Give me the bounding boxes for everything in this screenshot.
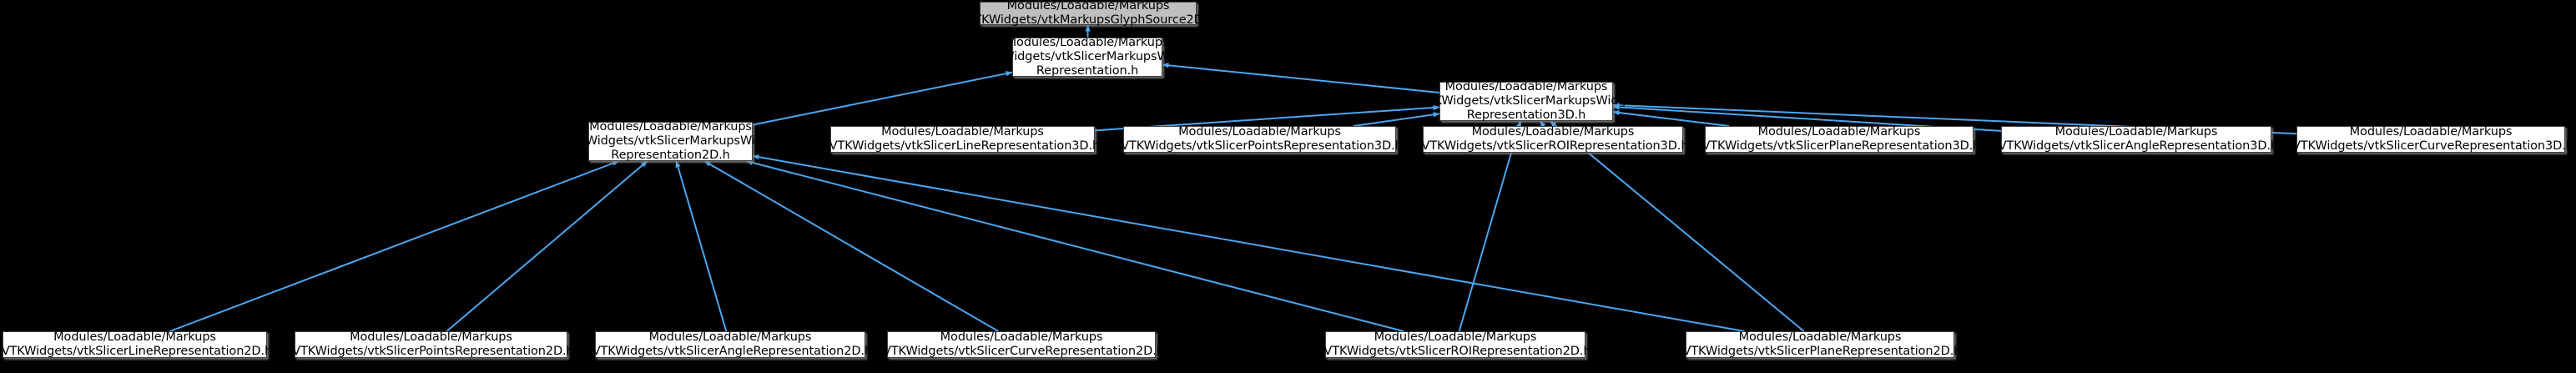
graph-node-line-representation-2d[interactable]: Modules/Loadable/Markups /VTKWidgets/vtk… <box>0 330 272 358</box>
graph-node-points-representation-2d[interactable]: Modules/Loadable/Markups /VTKWidgets/vtk… <box>288 330 574 358</box>
graph-node-points-representation-3d[interactable]: Modules/Loadable/Markups /VTKWidgets/vtk… <box>1117 125 1403 153</box>
graph-node-label: Modules/Loadable/Markups /VTKWidgets/vtk… <box>1697 125 1981 153</box>
graph-node-label: Modules/Loadable/Markups /VTKWidgets/vtk… <box>587 330 873 358</box>
graph-node-roi-representation-3d[interactable]: Modules/Loadable/Markups /VTKWidgets/vtk… <box>1418 125 1689 153</box>
graph-node-label: Modules/Loadable/Markups /VTKWidgets/vtk… <box>1117 125 1403 153</box>
graph-node-label: Modules/Loadable/Markups /VTKWidgets/vtk… <box>1417 125 1689 153</box>
graph-node-markups-widget-representation-2d[interactable]: Modules/Loadable/Markups /VTKWidgets/vtk… <box>559 120 783 162</box>
graph-node-angle-representation-3d[interactable]: Modules/Loadable/Markups /VTKWidgets/vtk… <box>1994 125 2278 153</box>
graph-node-markups-widget-representation[interactable]: Modules/Loadable/Markups /VTKWidgets/vtk… <box>975 36 1199 78</box>
graph-node-label: Modules/Loadable/Markups /VTKWidgets/vtk… <box>2288 125 2573 153</box>
graph-node-label: Modules/Loadable/Markups /VTKWidgets/vtk… <box>879 330 1164 358</box>
graph-node-angle-representation-2d[interactable]: Modules/Loadable/Markups /VTKWidgets/vtk… <box>588 330 872 358</box>
graph-node-plane-representation-3d[interactable]: Modules/Loadable/Markups /VTKWidgets/vtk… <box>1698 125 1980 153</box>
graph-node-glyph-source-2d[interactable]: Modules/Loadable/Markups /VTKWidgets/vtk… <box>962 0 1215 27</box>
graph-node-plane-representation-2d[interactable]: Modules/Loadable/Markups /VTKWidgets/vtk… <box>1679 330 1961 358</box>
graph-node-label: Modules/Loadable/Markups /VTKWidgets/vtk… <box>1414 80 1638 122</box>
graph-node-label: Modules/Loadable/Markups /VTKWidgets/vtk… <box>824 125 1101 153</box>
edge-points-representation-2d-to-markups-widget-representation-2d <box>446 160 648 332</box>
edge-roi-representation-2d-to-markups-widget-representation-2d <box>745 159 1404 332</box>
graph-node-label: Modules/Loadable/Markups /VTKWidgets/vtk… <box>1319 330 1591 358</box>
graph-node-label: Modules/Loadable/Markups /VTKWidgets/vtk… <box>558 120 783 162</box>
graph-node-label: Modules/Loadable/Markups /VTKWidgets/vtk… <box>0 330 273 358</box>
edge-markups-widget-representation-2d-to-markups-widget-representation <box>752 71 1013 126</box>
graph-node-label: Modules/Loadable/Markups /VTKWidgets/vtk… <box>1678 330 1962 358</box>
edge-line-representation-2d-to-markups-widget-representation-2d <box>169 160 620 332</box>
graph-node-markups-widget-representation-3d[interactable]: Modules/Loadable/Markups /VTKWidgets/vtk… <box>1414 80 1638 122</box>
graph-node-roi-representation-2d[interactable]: Modules/Loadable/Markups /VTKWidgets/vtk… <box>1320 330 1591 358</box>
edges-group <box>169 24 2297 332</box>
graph-node-curve-representation-2d[interactable]: Modules/Loadable/Markups /VTKWidgets/vtk… <box>879 330 1164 358</box>
edge-curve-representation-2d-to-markups-widget-representation-2d <box>703 160 999 332</box>
graph-node-line-representation-3d[interactable]: Modules/Loadable/Markups /VTKWidgets/vtk… <box>825 125 1100 153</box>
graph-node-curve-representation-3d[interactable]: Modules/Loadable/Markups /VTKWidgets/vtk… <box>2288 125 2573 153</box>
edge-plane-representation-2d-to-markups-widget-representation-2d <box>752 154 1745 332</box>
edge-angle-representation-2d-to-markups-widget-representation-2d <box>675 160 728 332</box>
graph-node-label: Modules/Loadable/Markups /VTKWidgets/vtk… <box>1994 125 2279 153</box>
graph-node-label: Modules/Loadable/Markups /VTKWidgets/vtk… <box>961 0 1215 27</box>
graph-node-label: Modules/Loadable/Markups /VTKWidgets/vtk… <box>975 36 1199 78</box>
graph-node-label: Modules/Loadable/Markups /VTKWidgets/vtk… <box>288 330 574 358</box>
